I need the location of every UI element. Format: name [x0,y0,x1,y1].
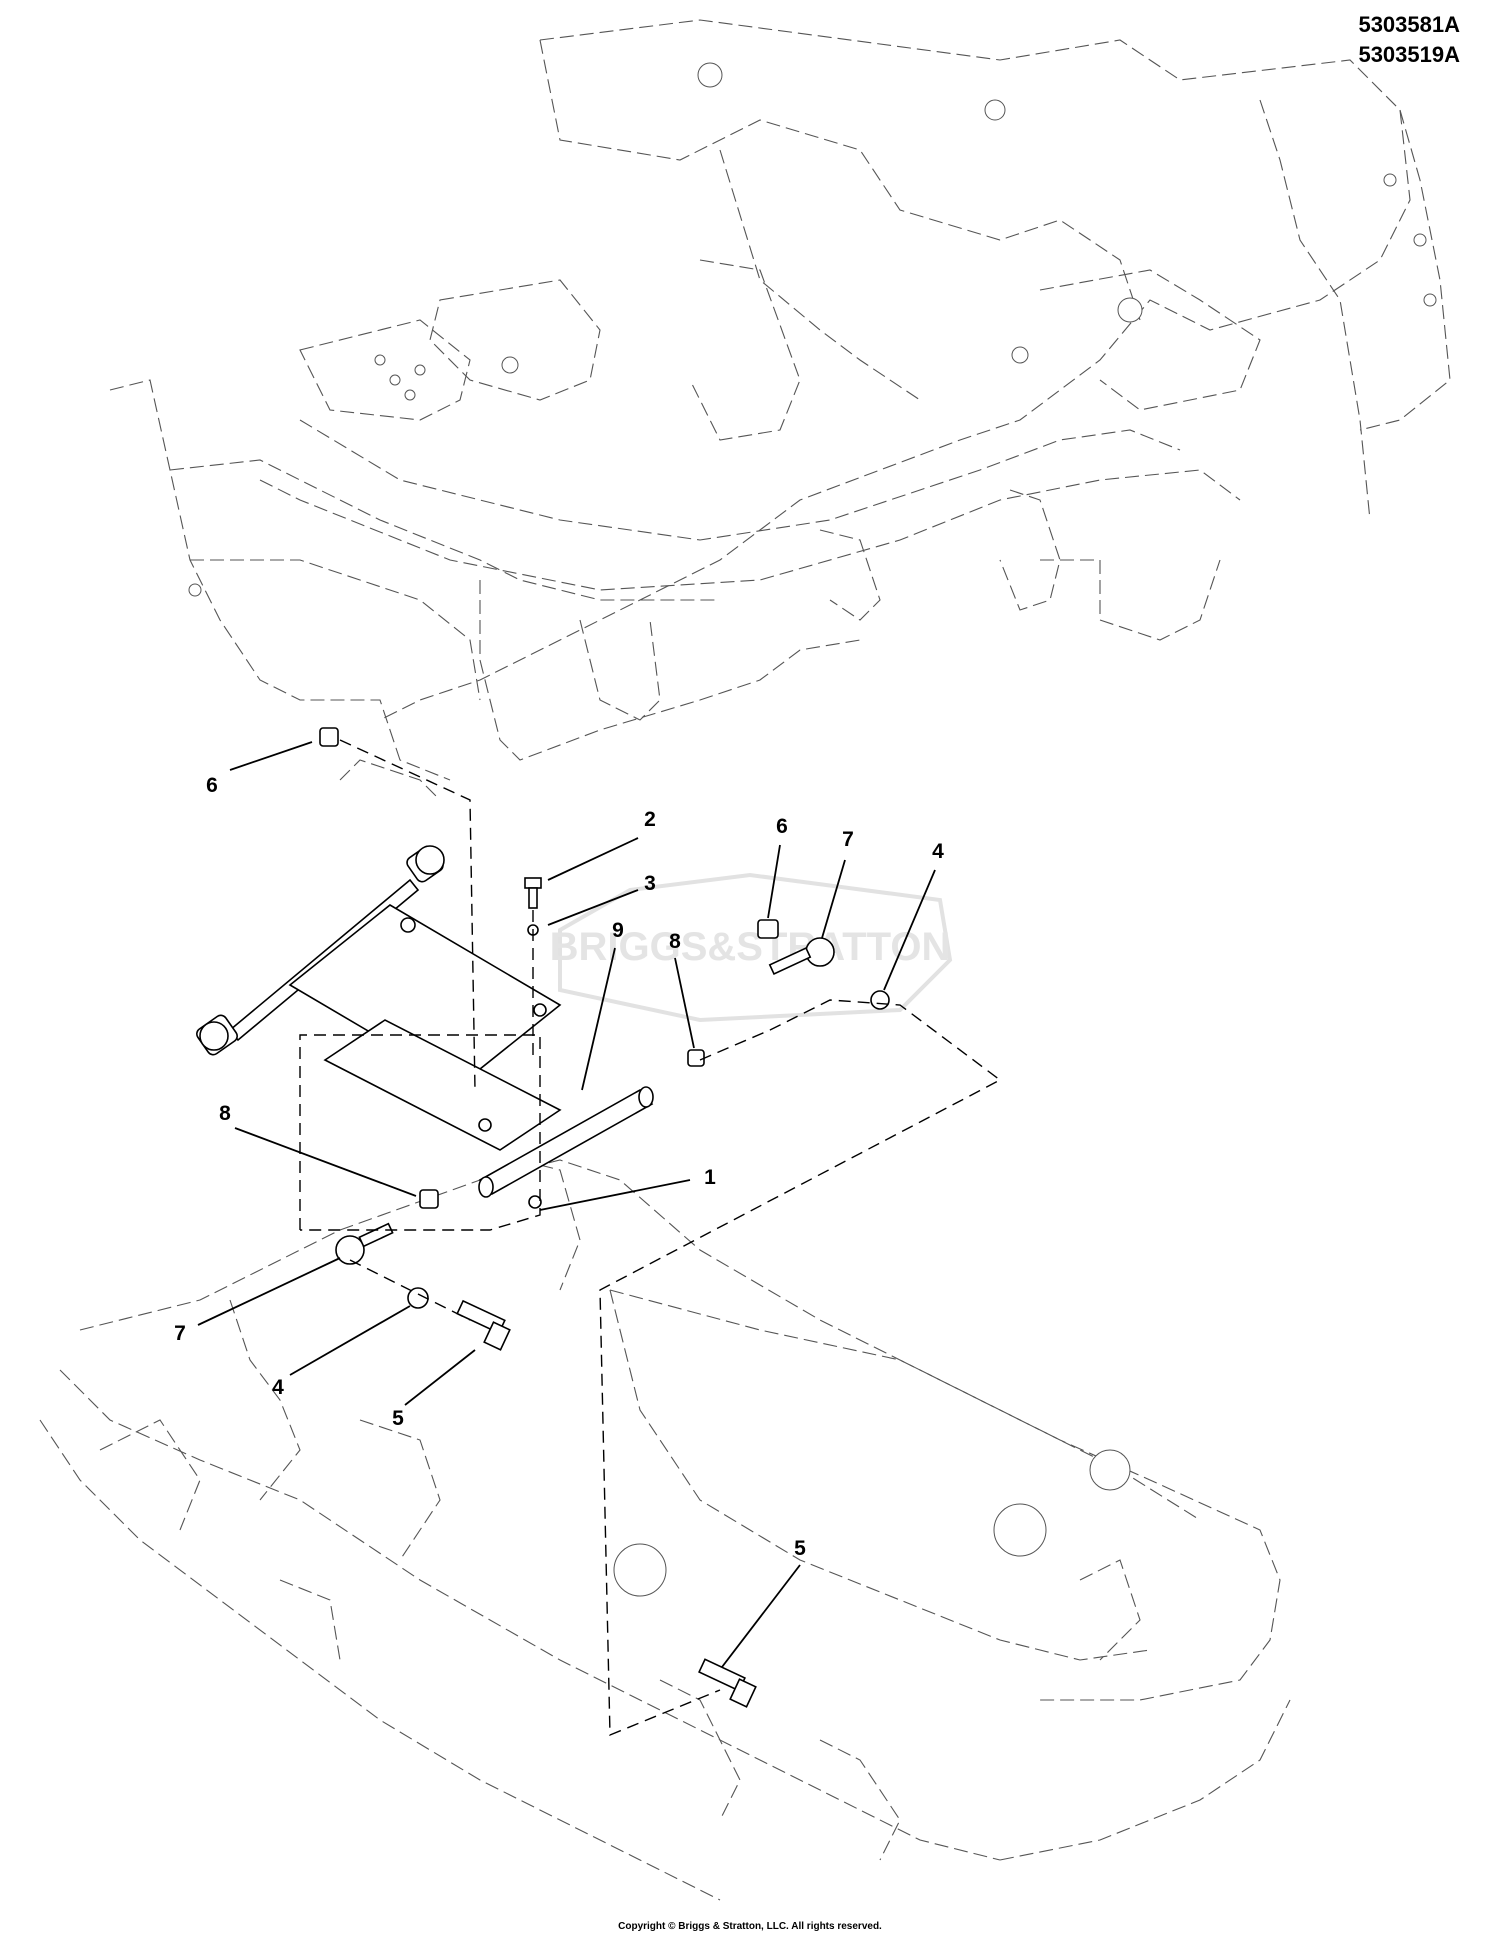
callout-8-upper: 8 [669,930,681,953]
part-number-1: 5303581A [1358,12,1460,37]
callout-6-left: 6 [206,774,218,797]
pivot-shaft [478,1086,654,1198]
callout-7-left: 7 [174,1322,186,1345]
nut-6-right [757,919,779,939]
callout-9: 9 [612,919,624,942]
part-number-2: 5303519A [1358,42,1460,67]
callout-1: 1 [704,1166,716,1189]
callout-5-lower: 5 [794,1537,806,1560]
bolt-5-upper [456,1299,511,1351]
callout-7-right: 7 [842,828,854,851]
rod-end-7-left [335,1222,394,1265]
callout-4-left: 4 [272,1376,284,1399]
rod-end-7-right [768,937,835,976]
callout-5-upper: 5 [392,1407,404,1430]
callout-3: 3 [644,872,656,895]
washer-4-left [407,1287,429,1309]
callouts: 6 2 3 6 7 4 8 9 8 1 7 4 5 5 [174,774,944,1560]
nut-8-lower [419,1189,439,1209]
chassis-frame [109,19,1451,801]
callout-4-right: 4 [932,840,944,863]
assembly-lines [299,739,1002,1737]
leader-lines [197,741,936,1668]
nut-8-upper [687,1049,705,1067]
svg-text:BRIGGS&STRATTON: BRIGGS&STRATTON [550,925,951,969]
bolt-5-lower [698,1658,757,1708]
mounting-plate-lower [323,1019,562,1151]
washer-4-right [870,990,890,1010]
callout-8-lower: 8 [219,1102,231,1125]
callout-6-right: 6 [776,815,788,838]
fastener-1 [528,1195,542,1209]
briggs-stratton-watermark: BRIGGS&STRATTON [550,872,953,1023]
callout-2: 2 [644,808,656,831]
bolt-2 [524,877,542,909]
copyright-notice: Copyright © Briggs & Stratton, LLC. All … [618,1921,882,1932]
mower-deck [39,1043,1291,1901]
nut-6-left [319,727,339,747]
